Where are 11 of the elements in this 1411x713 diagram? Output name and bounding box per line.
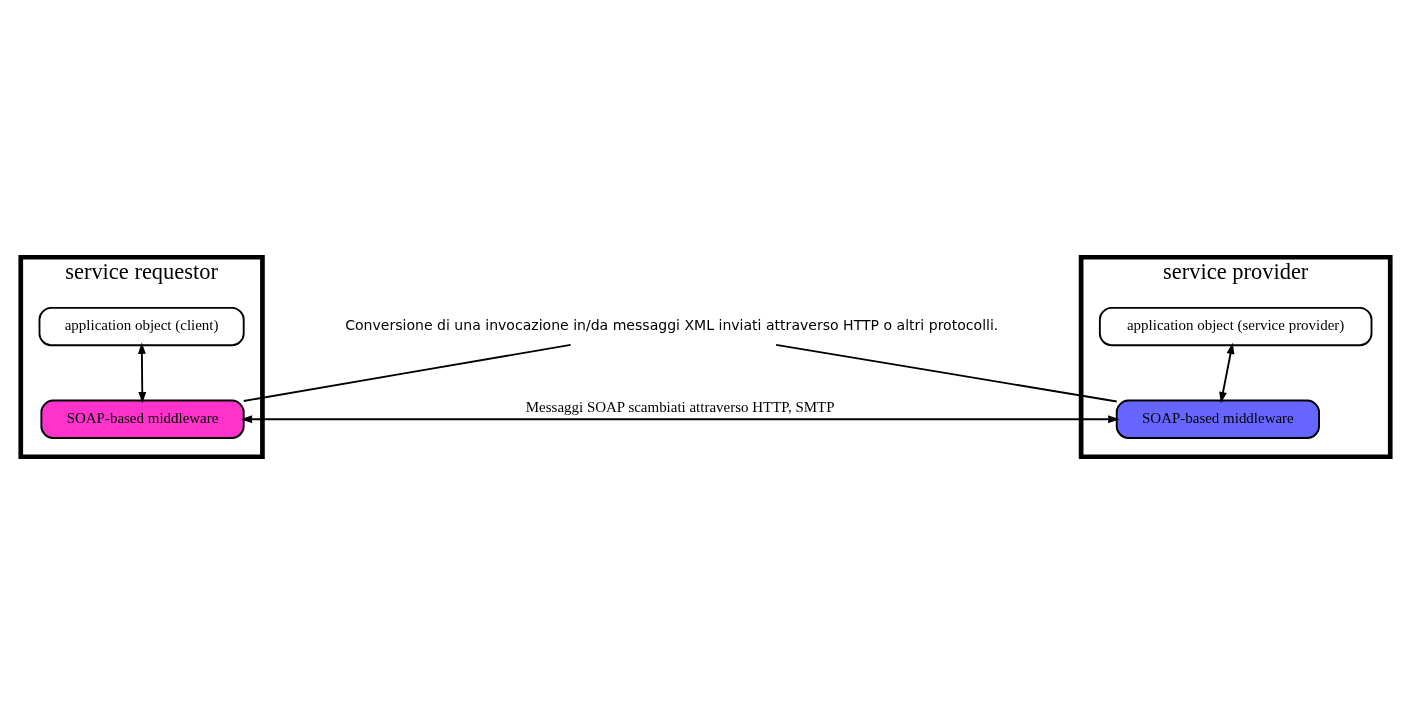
node-box: application object (client) — [38, 306, 245, 346]
arrow — [240, 414, 1120, 423]
connector — [775, 343, 1118, 402]
node-text: Conversione di una invocazione in/da messaggi XML inviati attraverso HTTP o altri protocolli. — [345, 316, 999, 333]
node-box: application object (service provider) — [1098, 306, 1373, 346]
arrow — [1219, 342, 1235, 403]
node-box: SOAP-based middleware — [1115, 399, 1320, 439]
node-box: SOAP-based middleware — [40, 399, 245, 439]
edge-label: Messaggi SOAP scambiati attraverso HTTP, SMTP — [525, 398, 835, 415]
arrow — [137, 342, 147, 403]
connector — [242, 343, 572, 402]
